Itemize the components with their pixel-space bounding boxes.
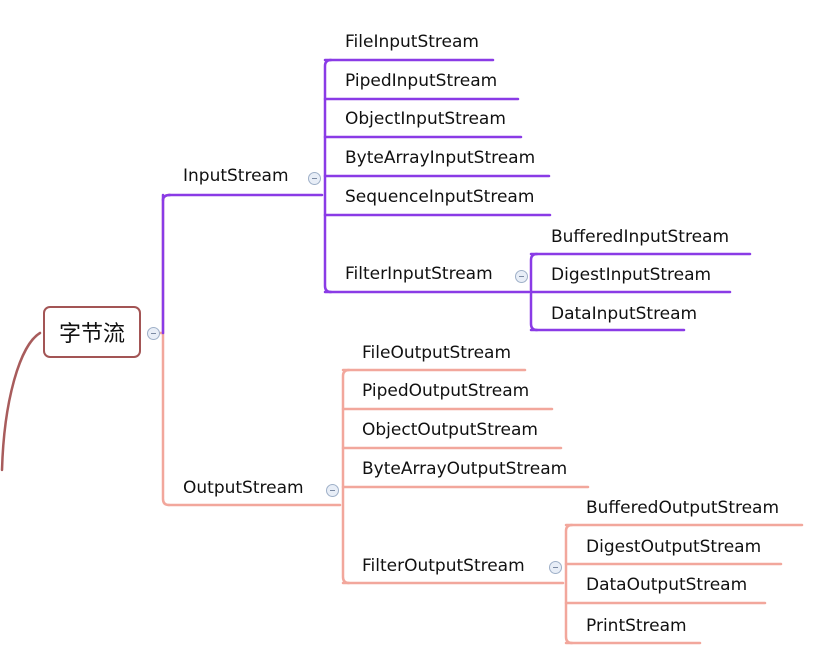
collapse-icon-root[interactable] (147, 327, 160, 340)
collapse-icon-inputstream[interactable] (308, 172, 321, 185)
root-label: 字节流 (58, 322, 125, 347)
node-inputstream[interactable]: InputStream (183, 166, 289, 186)
collapse-icon-outputstream[interactable] (326, 484, 339, 497)
node-pipedoutputstream[interactable]: PipedOutputStream (362, 381, 530, 401)
node-dataoutputstream[interactable]: DataOutputStream (586, 575, 748, 595)
node-pipedinputstream[interactable]: PipedInputStream (345, 71, 498, 91)
collapse-icon-filterinputstream[interactable] (515, 270, 528, 283)
node-objectoutputstream[interactable]: ObjectOutputStream (362, 420, 538, 440)
node-bufferedoutputstream[interactable]: BufferedOutputStream (586, 498, 780, 518)
node-printstream[interactable]: PrintStream (586, 616, 687, 636)
node-digestinputstream[interactable]: DigestInputStream (551, 265, 712, 285)
root-incoming-arrow (0, 331, 42, 472)
node-bytearrayoutputstream[interactable]: ByteArrayOutputStream (362, 459, 568, 479)
filteroutput-children-trunk (564, 523, 574, 645)
node-sequenceinputstream[interactable]: SequenceInputStream (345, 187, 535, 207)
node-outputstream[interactable]: OutputStream (183, 478, 304, 498)
node-filteroutputstream[interactable]: FilterOutputStream (362, 556, 525, 576)
output-children-trunk (341, 368, 351, 585)
node-bufferedinputstream[interactable]: BufferedInputStream (551, 227, 730, 247)
node-fileinputstream[interactable]: FileInputStream (345, 32, 479, 52)
node-filterinputstream[interactable]: FilterInputStream (345, 264, 493, 284)
collapse-icon-filteroutputstream[interactable] (549, 561, 562, 574)
node-objectinputstream[interactable]: ObjectInputStream (345, 109, 506, 129)
node-fileoutputstream[interactable]: FileOutputStream (362, 343, 512, 363)
root-node[interactable]: 字节流 (43, 306, 141, 358)
node-digestoutputstream[interactable]: DigestOutputStream (586, 537, 762, 557)
node-datainputstream[interactable]: DataInputStream (551, 304, 698, 324)
node-bytearrayinputstream[interactable]: ByteArrayInputStream (345, 148, 536, 168)
